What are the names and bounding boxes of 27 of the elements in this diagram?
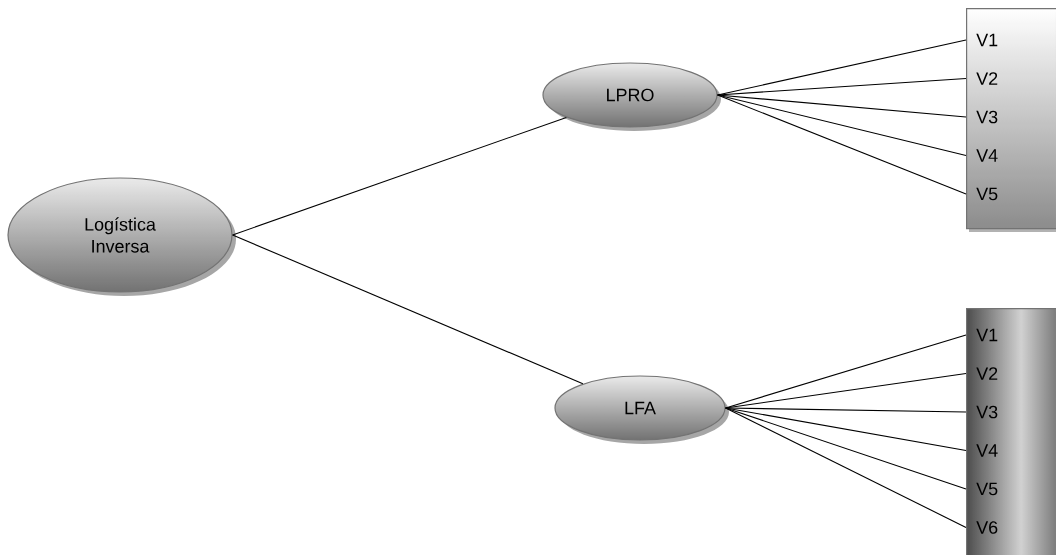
list-item: V3 xyxy=(976,405,998,419)
ellipse-node: Logística Inversa xyxy=(7,177,236,296)
ellipse-node: LFA xyxy=(554,375,729,444)
connector-line xyxy=(717,94,967,195)
list-item: V6 xyxy=(976,521,998,534)
connector-line xyxy=(725,407,967,413)
connector-line xyxy=(717,94,967,118)
list-box xyxy=(966,8,1056,232)
list-item: V3 xyxy=(976,110,998,124)
connector-line xyxy=(725,334,967,409)
list-item: V2 xyxy=(976,367,998,380)
list-item: V1 xyxy=(976,33,998,47)
list-item: V2 xyxy=(976,72,998,85)
list-item: V4 xyxy=(976,444,998,457)
connector-line xyxy=(725,407,967,529)
list-item: V1 xyxy=(976,328,998,342)
connector-line xyxy=(717,39,967,96)
list-item: V5 xyxy=(976,482,998,496)
connector-line xyxy=(232,234,584,385)
connector-line xyxy=(725,407,967,490)
connector-line xyxy=(725,407,967,452)
connector-line xyxy=(717,77,967,96)
list-item: V4 xyxy=(976,149,998,162)
list-box xyxy=(966,308,1056,555)
connector-line xyxy=(232,116,567,236)
ellipse-node: LPRO xyxy=(542,62,721,131)
list-item: V5 xyxy=(976,187,998,201)
